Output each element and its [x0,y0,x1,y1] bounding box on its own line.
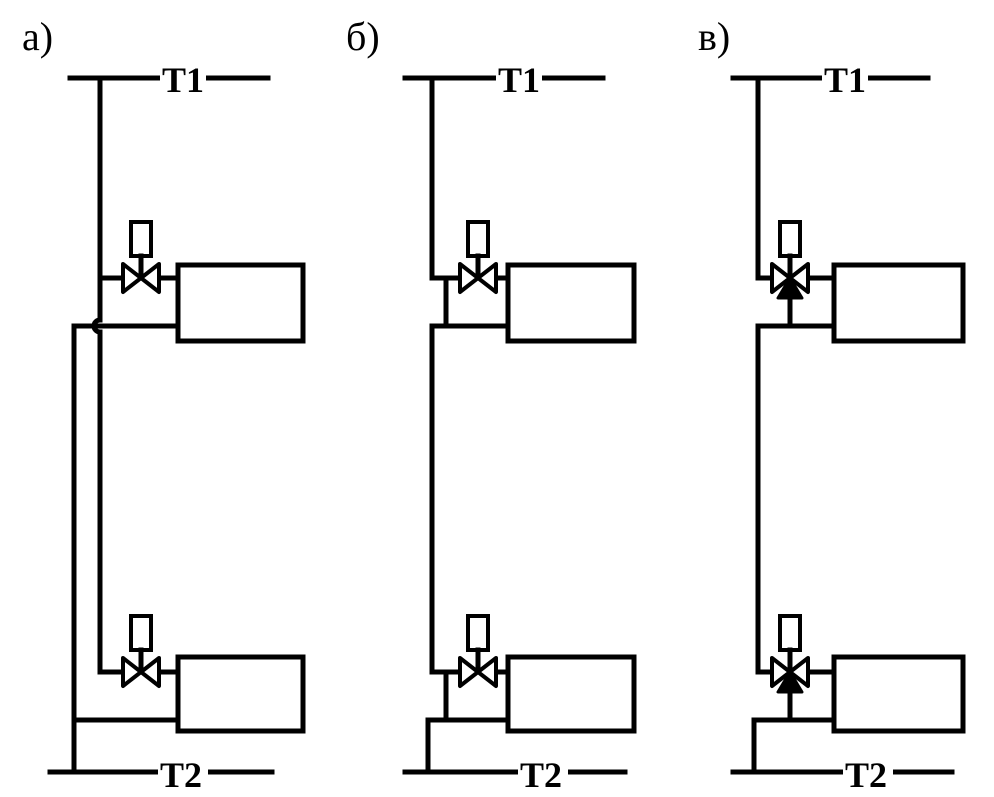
panel-a-top-valve-left [121,262,143,294]
panel-b-top-radiator [505,262,637,344]
panel-b-bottom-radiator [505,654,637,734]
panel-c-bottom-actuator [778,614,802,652]
panel-c-return-label: T2 [845,755,887,795]
panel-b-top-actuator [466,220,490,258]
panel-a-supply-label: T1 [162,60,204,100]
panel-a-top-actuator [129,220,153,258]
panel-a-bottom-actuator [129,614,153,652]
panel-a: а) T1 T2 [22,14,306,795]
panel-b-label: б) [346,14,380,59]
panel-a-top-radiator [175,262,306,344]
panel-b: б) T1 T2 [346,14,637,795]
panel-a-bottom-valve-right [139,656,161,688]
panel-c-bottom-radiator [831,654,966,734]
panel-a-return-label: T2 [160,755,202,795]
panel-b-top-valve-left [458,262,480,294]
panel-a-label: а) [22,14,53,59]
panel-c-label: в) [698,14,730,59]
panel-b-top-valve-right [476,262,498,294]
panel-b-bottom-actuator [466,614,490,652]
panel-c-top-actuator [778,220,802,258]
panel-c-top-radiator [831,262,966,344]
panel-b-return-label: T2 [520,755,562,795]
panel-c: в) T1 T2 [698,14,966,795]
panel-b-supply-label: T1 [498,60,540,100]
panel-b-bottom-valve-left [458,656,480,688]
panel-a-top-valve-right [139,262,161,294]
panel-a-bottom-radiator [175,654,306,734]
panel-c-supply-label: T1 [824,60,866,100]
panel-a-bottom-valve-left [121,656,143,688]
panel-b-bottom-valve-right [476,656,498,688]
